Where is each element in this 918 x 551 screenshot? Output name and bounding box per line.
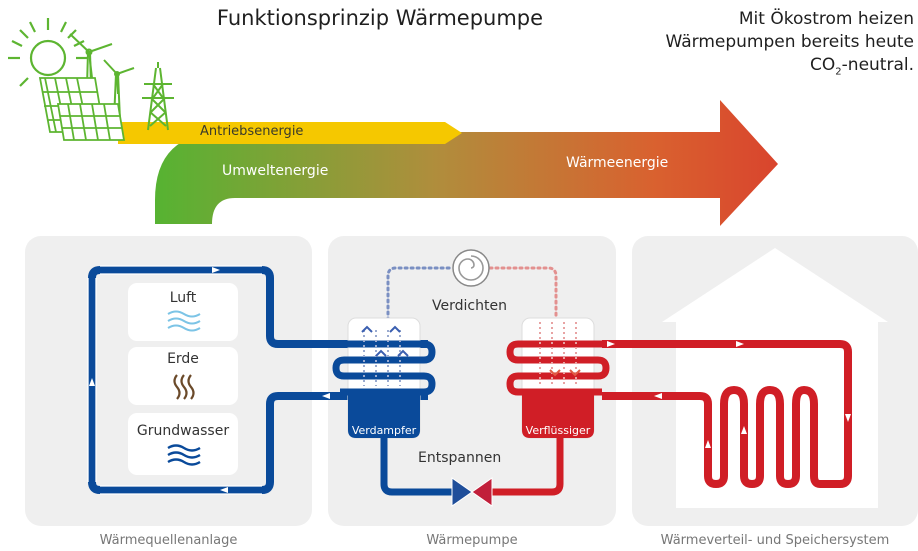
claim-line-3: CO2-neutral. — [810, 55, 914, 78]
solar-panel-icon — [38, 77, 126, 141]
distribution-loop — [602, 340, 852, 488]
label-environment-energy: Umweltenergie — [222, 163, 329, 179]
eco-claim: Mit Ökostrom heizen Wärmepumpen bereits … — [665, 8, 914, 83]
claim-line-2: Wärmepumpen bereits heute — [665, 32, 914, 52]
source-loop — [88, 266, 428, 494]
condenser-unit — [506, 317, 610, 439]
label-air: Luft — [169, 290, 197, 306]
groundwater-source-card — [128, 413, 238, 475]
water-waves-icon — [167, 444, 201, 466]
air-waves-icon — [167, 310, 201, 332]
label-heat-energy: Wärmeenergie — [566, 155, 669, 171]
label-groundwater: Grundwasser — [136, 423, 230, 439]
label-panel-distribution: Wärmeverteil- und Speichersystem — [660, 533, 890, 548]
refrigerant-loop-top — [386, 266, 558, 322]
drive-energy-arrow — [118, 122, 462, 144]
label-earth: Erde — [167, 351, 199, 367]
label-condenser: Verflüssiger — [525, 424, 591, 437]
page-title: Funktionsprinzip Wärmepumpe — [216, 6, 544, 30]
claim-line-1: Mit Ökostrom heizen — [738, 9, 914, 29]
source-loop-outline — [87, 265, 262, 495]
label-expand: Entspannen — [418, 450, 502, 466]
source-flow-markers — [89, 267, 330, 493]
label-panel-source: Wärmequellenanlage — [99, 533, 238, 548]
earth-heat-icon — [173, 374, 195, 400]
distribution-flow-markers — [607, 341, 851, 448]
air-source-card — [128, 283, 238, 341]
label-panel-heat-pump: Wärmepumpe — [426, 533, 518, 548]
compressor-icon — [452, 249, 490, 287]
panel-heat-pump — [328, 236, 616, 526]
power-pylon-icon — [142, 62, 174, 131]
label-evaporator: Verdampfer — [351, 424, 417, 437]
label-compress: Verdichten — [432, 298, 507, 314]
heat-energy-arrow — [155, 100, 778, 226]
evaporator-unit — [332, 317, 436, 439]
house-icon — [662, 248, 888, 508]
expansion-valve-icon — [451, 477, 493, 507]
expansion-line — [380, 438, 564, 496]
label-drive-energy: Antriebsenergie — [200, 124, 304, 139]
